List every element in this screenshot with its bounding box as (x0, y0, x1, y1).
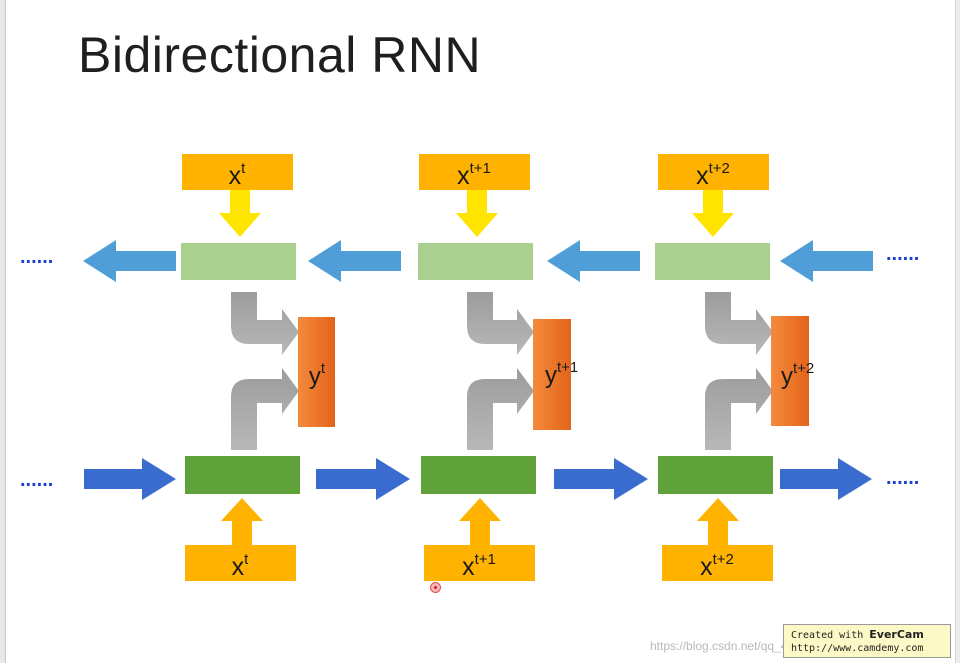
evercam-prefix: Created with (791, 630, 864, 641)
slide-right-edge (955, 0, 960, 663)
input-box-bottom-t2 (662, 545, 773, 581)
forward-arrow-out-right (780, 458, 872, 500)
output-box-t (298, 317, 335, 427)
backward-cell-t2 (655, 243, 770, 280)
column-t: xt yt xt (181, 154, 335, 581)
input-top-t-label: xt (229, 160, 247, 190)
forward-arrow-2-to-3 (554, 458, 648, 500)
backward-arrow-2-to-1 (308, 240, 401, 282)
merge-arrow-up-t (231, 368, 299, 450)
input-box-top-t1 (419, 154, 530, 190)
forward-arrow-1-to-2 (316, 458, 410, 500)
cursor-indicator (430, 582, 441, 593)
column-t-plus-1: xt+1 yt+1 xt+1 (418, 154, 578, 581)
ellipsis-top-left: ...... (20, 246, 53, 268)
up-arrow-t (221, 498, 263, 545)
input-box-bottom-t (185, 545, 296, 581)
backward-arrow-3-to-2 (547, 240, 640, 282)
input-top-t2-label: xt+2 (696, 160, 730, 190)
backward-arrow-out-left (83, 240, 176, 282)
input-bottom-t1-label: xt+1 (462, 551, 496, 581)
input-top-t1-label: xt+1 (457, 160, 491, 190)
up-arrow-t2 (697, 498, 739, 545)
forward-cell-t1 (421, 456, 536, 494)
input-box-bottom-t1 (424, 545, 535, 581)
ellipsis-top-right: ...... (886, 243, 919, 265)
forward-cell-t (185, 456, 300, 494)
forward-arrow-in-left (84, 458, 176, 500)
output-box-t1 (533, 319, 571, 430)
slide-title: Bidirectional RNN (78, 27, 482, 83)
output-t-label: yt (309, 360, 326, 390)
merge-arrow-down-t2 (705, 292, 773, 355)
ellipsis-bottom-left: ...... (20, 469, 53, 491)
backward-arrow-in-right (780, 240, 873, 282)
input-bottom-t2-label: xt+2 (700, 551, 734, 581)
backward-cell-t1 (418, 243, 533, 280)
input-box-top-t (182, 154, 293, 190)
down-arrow-t (219, 190, 261, 237)
column-t-plus-2: xt+2 yt+2 xt+2 (655, 154, 814, 581)
evercam-badge-line1: Created with EverCam (791, 628, 943, 642)
evercam-badge: Created with EverCam http://www.camdemy.… (783, 624, 951, 658)
backward-cell-t (181, 243, 296, 280)
down-arrow-t1 (456, 190, 498, 237)
forward-cell-t2 (658, 456, 773, 494)
ellipsis-bottom-right: ...... (886, 467, 919, 489)
merge-arrow-up-t2 (705, 368, 773, 450)
merge-arrow-up-t1 (467, 368, 534, 450)
output-box-t2 (771, 316, 809, 426)
slide-left-edge (0, 0, 6, 663)
down-arrow-t2 (692, 190, 734, 237)
merge-arrow-down-t (231, 292, 299, 355)
input-box-top-t2 (658, 154, 769, 190)
up-arrow-t1 (459, 498, 501, 545)
evercam-badge-url: http://www.camdemy.com (791, 643, 924, 654)
evercam-brand: EverCam (869, 628, 924, 641)
input-bottom-t-label: xt (232, 551, 250, 581)
output-t1-label: yt+1 (545, 359, 578, 389)
merge-arrow-down-t1 (467, 292, 534, 355)
output-t2-label: yt+2 (781, 360, 814, 390)
